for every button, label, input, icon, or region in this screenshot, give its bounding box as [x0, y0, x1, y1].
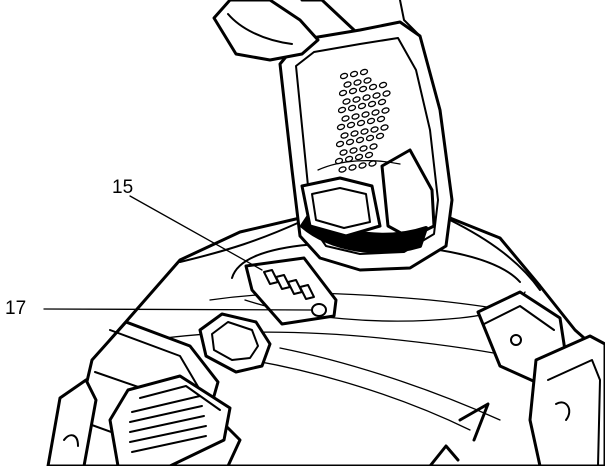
- callout-label-17: 17: [5, 298, 26, 319]
- belt-clip: [428, 290, 605, 466]
- grip-dot: [367, 100, 377, 108]
- grip-dot: [346, 121, 356, 129]
- battery-segment: [299, 284, 315, 300]
- grip-dot: [378, 81, 388, 89]
- grip-dot: [340, 132, 349, 139]
- grip-dot: [356, 119, 366, 127]
- grip-dot: [345, 138, 355, 146]
- grip-dot: [365, 134, 375, 142]
- leader-line-17: [43, 308, 313, 311]
- grip-dot: [355, 136, 365, 144]
- grip-dot: [339, 72, 349, 80]
- grip-dot: [361, 111, 370, 118]
- grip-dot: [349, 147, 358, 154]
- leader-line-15: [129, 195, 263, 271]
- grip-dot: [347, 104, 357, 112]
- battery-block: [46, 320, 242, 466]
- grip-dot: [342, 98, 351, 105]
- grip-dot: [369, 143, 378, 150]
- grip-dot: [337, 106, 347, 114]
- grip-dot: [341, 115, 350, 122]
- grip-dot: [352, 96, 361, 103]
- grip-dot: [359, 145, 368, 152]
- grip-dot: [358, 162, 367, 169]
- grip-dot: [366, 117, 376, 125]
- grip-dot: [336, 123, 346, 131]
- grip-dot: [358, 85, 368, 93]
- grip-dot: [368, 160, 377, 167]
- grip-texture-dots: [334, 68, 391, 173]
- grip-dot: [370, 126, 379, 133]
- grip-dot: [363, 77, 372, 84]
- grip-dot: [371, 109, 380, 116]
- grip-dot: [380, 124, 389, 131]
- grip-dot: [372, 92, 381, 99]
- grip-dot: [338, 166, 347, 173]
- grip-dot: [381, 107, 390, 114]
- grip-dot: [377, 98, 387, 106]
- grip-dot: [368, 83, 378, 91]
- battery-indicator-panel: [244, 256, 338, 326]
- grip-dot: [357, 102, 367, 110]
- grip-dot: [348, 164, 357, 171]
- grip-dot: [350, 130, 359, 137]
- battery-level-segments: [263, 269, 315, 300]
- grip-dot: [349, 70, 359, 78]
- grip-dot: [362, 94, 371, 101]
- grip-dot: [338, 89, 348, 97]
- grip-dot: [376, 115, 386, 123]
- grip-dot: [353, 79, 362, 86]
- grip-dot: [382, 90, 391, 97]
- grip-dot: [359, 68, 369, 76]
- grip-dot: [348, 87, 358, 95]
- callout-15: 15: [112, 177, 263, 271]
- grip-dot: [339, 149, 348, 156]
- grip-dot: [335, 140, 345, 148]
- grip-dot: [344, 155, 354, 163]
- grip-dot: [343, 81, 352, 88]
- selector-button: [198, 312, 272, 374]
- grip-dot: [351, 113, 360, 120]
- grip-dot: [334, 157, 344, 165]
- grip-dot: [360, 128, 369, 135]
- callout-17: 17: [5, 298, 313, 319]
- grip-dot: [375, 132, 385, 140]
- grip-dot: [354, 153, 364, 161]
- grip-dot: [364, 151, 374, 159]
- callout-label-15: 15: [112, 177, 133, 198]
